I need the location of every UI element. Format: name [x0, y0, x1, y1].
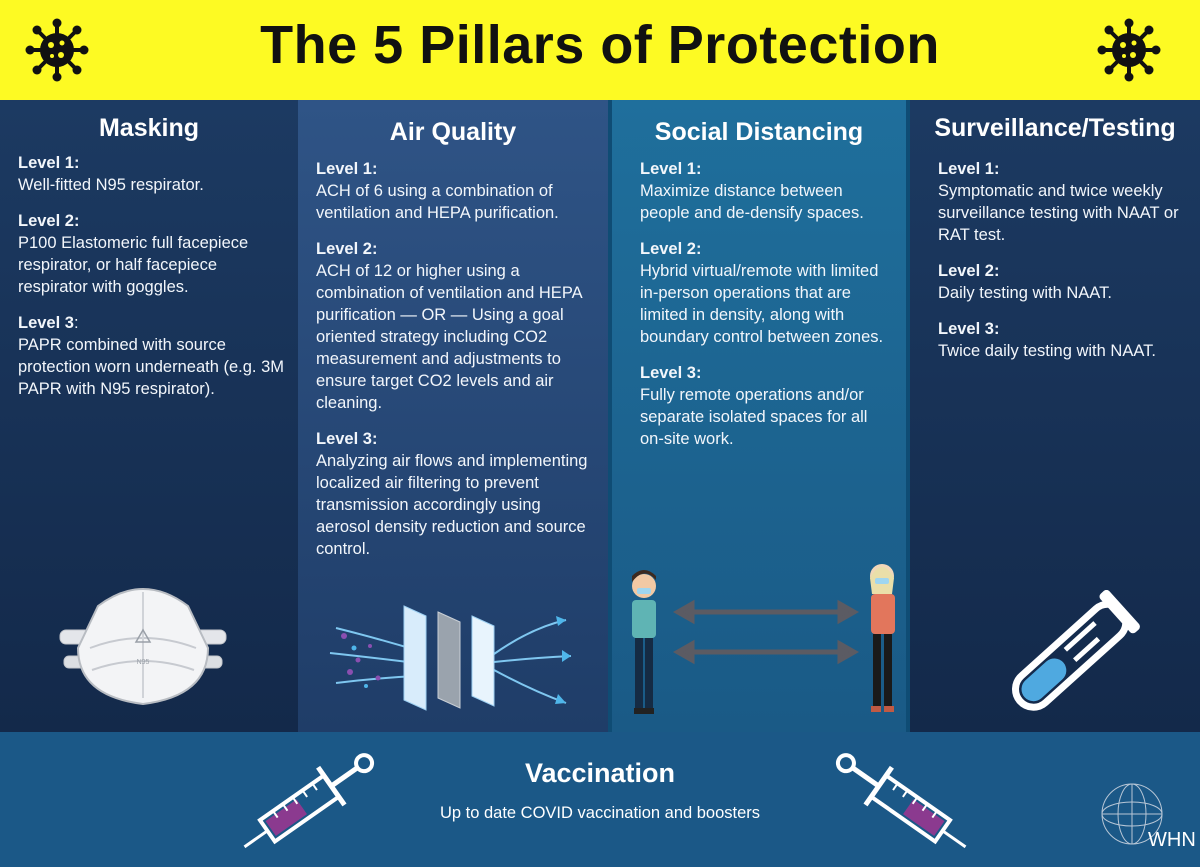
level-text: ACH of 12 or higher using a combination … — [316, 262, 582, 412]
respirator-mask-icon: N95 — [59, 588, 227, 706]
level-text: Well-fitted N95 respirator. — [18, 176, 204, 194]
level-label-colon: : — [73, 314, 79, 332]
level-item: Level 1: ACH of 6 using a combination of… — [316, 158, 596, 224]
level-item: Level 2: ACH of 12 or higher using a com… — [316, 238, 596, 414]
level-item: Level 3: PAPR combined with source prote… — [18, 312, 286, 400]
vaccination-title: Vaccination — [524, 758, 676, 788]
pillar-air-quality: Air Quality Level 1: ACH of 6 using a co… — [298, 100, 608, 732]
virus-icon — [1097, 18, 1161, 82]
vaccination-subtitle: Up to date COVID vaccination and booster… — [439, 804, 761, 822]
level-item: Level 1: Well-fitted N95 respirator. — [18, 152, 286, 196]
level-text: PAPR combined with source protection wor… — [18, 336, 284, 398]
two-people-distance-icon — [632, 564, 895, 714]
pillar-levels: Level 1: Symptomatic and twice weekly su… — [938, 158, 1188, 376]
pillar-masking: Masking Level 1: Well-fitted N95 respira… — [0, 100, 298, 732]
level-item: Level 3: Twice daily testing with NAAT. — [938, 318, 1188, 362]
level-text: P100 Elastomeric full facepiece respirat… — [18, 234, 249, 296]
level-item: Level 3: Fully remote operations and/or … — [640, 362, 894, 450]
vaccination-band: Vaccination Up to date COVID vaccination… — [0, 732, 1200, 867]
page-title: The 5 Pillars of Protection — [260, 15, 940, 75]
level-label: Level 2: — [18, 212, 80, 230]
syringe-icon — [835, 753, 967, 849]
level-text: Maximize distance between people and de-… — [640, 182, 864, 222]
air-filter-icon — [329, 605, 572, 711]
mask-print: N95 — [137, 659, 150, 666]
level-label: Level 1: — [18, 154, 80, 172]
pillar-title: Air Quality — [389, 118, 517, 146]
level-label: Level 1: — [640, 160, 702, 178]
level-text: Daily testing with NAAT. — [938, 284, 1112, 302]
pillar-levels: Level 1: Maximize distance between peopl… — [640, 158, 894, 464]
level-label: Level 3 — [18, 314, 74, 332]
pillar-social-distancing: Social Distancing Level 1: Maximize dist… — [608, 100, 910, 732]
level-label: Level 3: — [640, 364, 702, 382]
level-label: Level 2: — [640, 240, 702, 258]
level-item: Level 1: Maximize distance between peopl… — [640, 158, 894, 224]
pillar-title: Surveillance/Testing — [934, 114, 1176, 142]
test-tube-icon — [1012, 590, 1140, 711]
globe-logo-icon: WHN — [1101, 783, 1196, 851]
level-label: Level 3: — [316, 430, 378, 448]
level-text: Symptomatic and twice weekly surveillanc… — [938, 182, 1179, 244]
pillar-surveillance-testing: Surveillance/Testing Level 1: Symptomati… — [910, 100, 1200, 732]
header-banner: The 5 Pillars of Protection — [0, 0, 1200, 100]
pillar-levels: Level 1: ACH of 6 using a combination of… — [316, 158, 596, 574]
level-item: Level 2: Daily testing with NAAT. — [938, 260, 1188, 304]
level-item: Level 1: Symptomatic and twice weekly su… — [938, 158, 1188, 246]
pillar-title: Masking — [98, 114, 200, 142]
level-label: Level 2: — [938, 262, 1000, 280]
level-text: ACH of 6 using a combination of ventilat… — [316, 182, 559, 222]
syringe-icon — [243, 753, 375, 849]
level-item: Level 2: Hybrid virtual/remote with limi… — [640, 238, 894, 348]
level-text: Fully remote operations and/or separate … — [640, 386, 868, 448]
level-label: Level 1: — [316, 160, 378, 178]
level-item: Level 2: P100 Elastomeric full facepiece… — [18, 210, 286, 298]
virus-icon — [25, 18, 89, 82]
pillar-levels: Level 1: Well-fitted N95 respirator. Lev… — [18, 152, 286, 414]
level-label: Level 1: — [938, 160, 1000, 178]
level-label: Level 2: — [316, 240, 378, 258]
level-text: Twice daily testing with NAAT. — [938, 342, 1156, 360]
pillar-title: Social Distancing — [654, 118, 864, 146]
level-label: Level 3: — [938, 320, 1000, 338]
level-text: Hybrid virtual/remote with limited in-pe… — [640, 262, 884, 346]
logo-text: WHN — [1148, 829, 1196, 851]
level-text: Analyzing air flows and implementing loc… — [316, 452, 588, 558]
level-item: Level 3: Analyzing air flows and impleme… — [316, 428, 596, 560]
